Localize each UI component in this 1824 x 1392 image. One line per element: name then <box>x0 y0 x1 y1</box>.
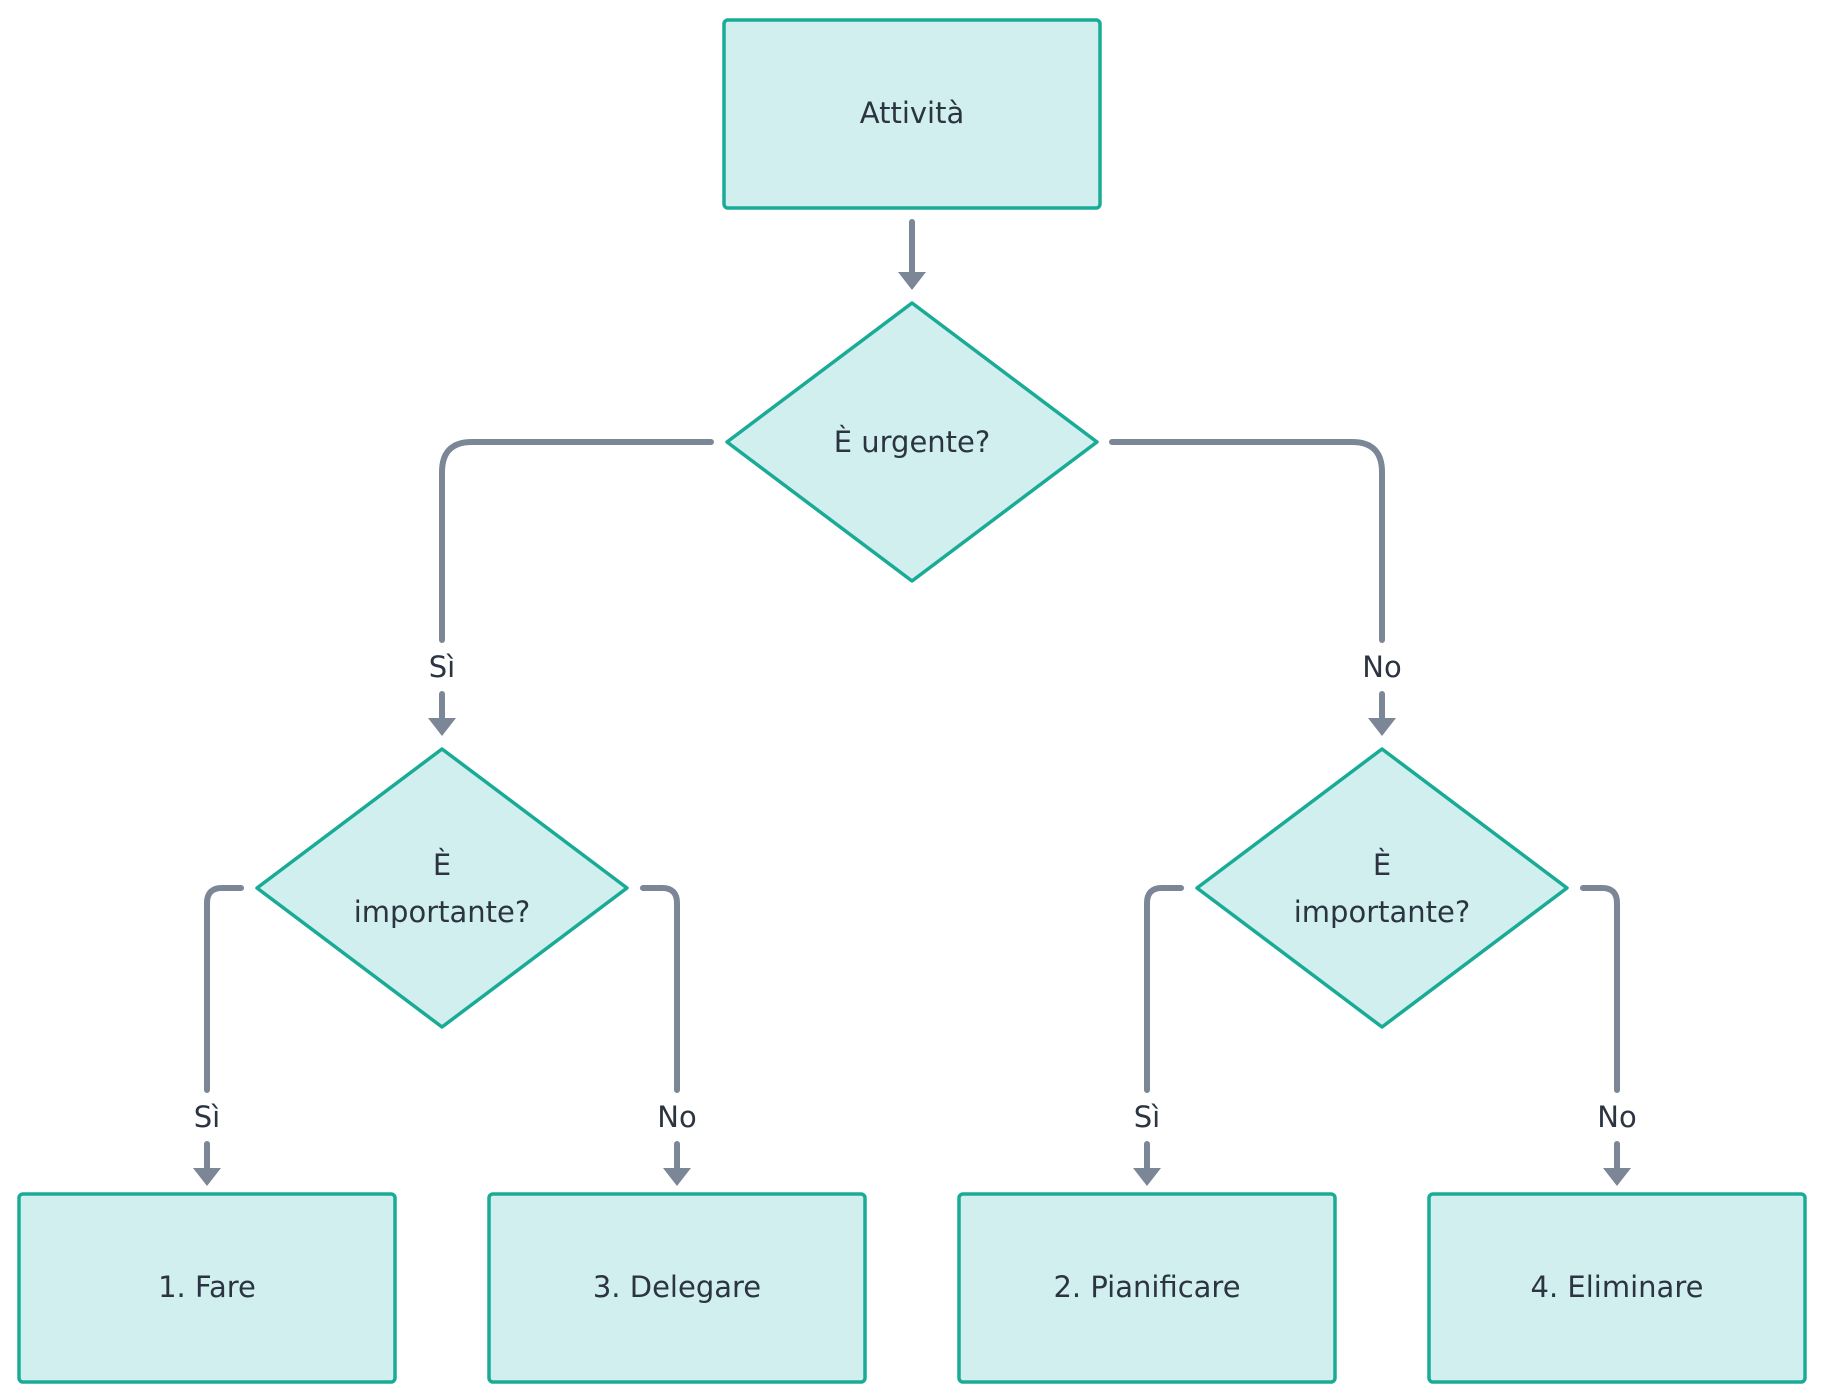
process-box <box>1427 1192 1807 1384</box>
node-eliminate: 4. Eliminare <box>1427 1192 1807 1384</box>
node-plan-label: 2. Pianificare <box>1053 1270 1240 1304</box>
process-box <box>487 1192 867 1384</box>
edge-labels: Sì No Sì No Sì No <box>194 650 1637 1134</box>
arrowhead <box>663 1168 691 1186</box>
decision-diamond <box>255 747 629 1029</box>
arrowhead <box>1603 1168 1631 1186</box>
edge-label-right-no: No <box>1597 1100 1636 1134</box>
edge-right-no <box>1580 885 1620 1093</box>
edge-label-urgent-no: No <box>1362 650 1401 684</box>
node-important-left: È importante? <box>255 747 629 1029</box>
node-start: Attività <box>722 18 1102 210</box>
node-important-right: È importante? <box>1195 747 1569 1029</box>
edge-urgent-no <box>1109 439 1385 643</box>
node-urgent: È urgente? <box>725 301 1099 583</box>
node-important-right-line1: È <box>1373 848 1391 882</box>
node-urgent-label: È urgente? <box>834 425 991 459</box>
process-box <box>17 1192 397 1384</box>
process-box <box>957 1192 1337 1384</box>
edge-urgent-yes <box>439 439 714 643</box>
edge-right-yes <box>1144 885 1184 1093</box>
edge-label-urgent-yes: Sì <box>429 650 455 684</box>
node-delegate: 3. Delegare <box>487 1192 867 1384</box>
decision-diamond <box>725 301 1099 583</box>
edges <box>193 219 1631 1186</box>
edge-label-left-yes: Sì <box>194 1100 220 1134</box>
node-eliminate-label: 4. Eliminare <box>1531 1270 1704 1304</box>
process-box <box>722 18 1102 210</box>
node-important-left-line1: È <box>433 848 451 882</box>
node-do-label: 1. Fare <box>158 1270 256 1304</box>
node-plan: 2. Pianificare <box>957 1192 1337 1384</box>
arrowhead <box>1133 1168 1161 1186</box>
edge-label-left-no: No <box>657 1100 696 1134</box>
node-important-right-line2: importante? <box>1294 895 1471 929</box>
node-start-label: Attività <box>860 96 965 130</box>
node-do: 1. Fare <box>17 1192 397 1384</box>
edge-left-no <box>640 885 680 1093</box>
node-important-left-line2: importante? <box>354 895 531 929</box>
node-delegate-label: 3. Delegare <box>593 1270 761 1304</box>
edge-label-right-yes: Sì <box>1134 1100 1160 1134</box>
arrowhead <box>193 1168 221 1186</box>
arrowhead <box>428 718 456 736</box>
arrowhead <box>1368 718 1396 736</box>
edge-left-yes <box>204 885 244 1093</box>
arrowhead <box>898 272 926 290</box>
decision-diamond <box>1195 747 1569 1029</box>
